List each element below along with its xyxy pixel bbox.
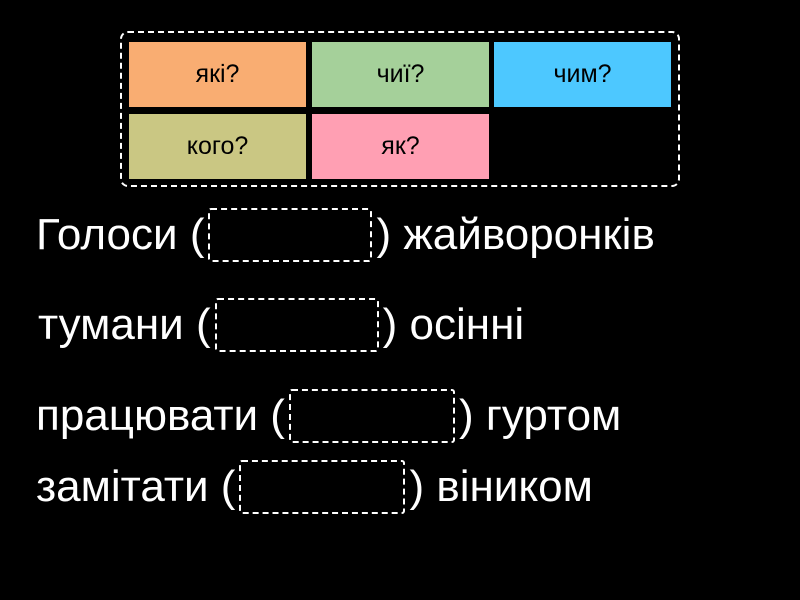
answer-bank: [120, 31, 680, 187]
tile-yaki[interactable]: які?: [129, 42, 306, 107]
sentence-text-after: ) гуртом: [458, 391, 622, 440]
sentence-text-after: ) жайворонків: [376, 210, 655, 259]
tile-yak[interactable]: як?: [312, 114, 489, 179]
sentence-3: працювати ( ) гуртом: [36, 388, 621, 444]
tile-chym[interactable]: чим?: [494, 42, 671, 107]
sentence-4: замітати ( ) віником: [36, 459, 593, 515]
sentence-text-before: працювати (: [36, 391, 285, 440]
sentence-1: Голоси ( ) жайворонків: [36, 207, 655, 263]
sentence-text-after: ) віником: [409, 462, 593, 511]
sentence-text-after: ) осінні: [382, 300, 525, 349]
sentence-2: тумани ( ) осінні: [38, 297, 524, 353]
tile-koho[interactable]: кого?: [129, 114, 306, 179]
sentence-text-before: замітати (: [36, 462, 236, 511]
tile-chyi[interactable]: чиї?: [312, 42, 489, 107]
drop-slot[interactable]: [288, 389, 455, 443]
sentence-text-before: тумани (: [38, 300, 211, 349]
drop-slot[interactable]: [214, 298, 379, 352]
sentence-text-before: Голоси (: [36, 210, 205, 259]
drop-slot[interactable]: [239, 460, 406, 514]
drop-slot[interactable]: [208, 208, 373, 262]
